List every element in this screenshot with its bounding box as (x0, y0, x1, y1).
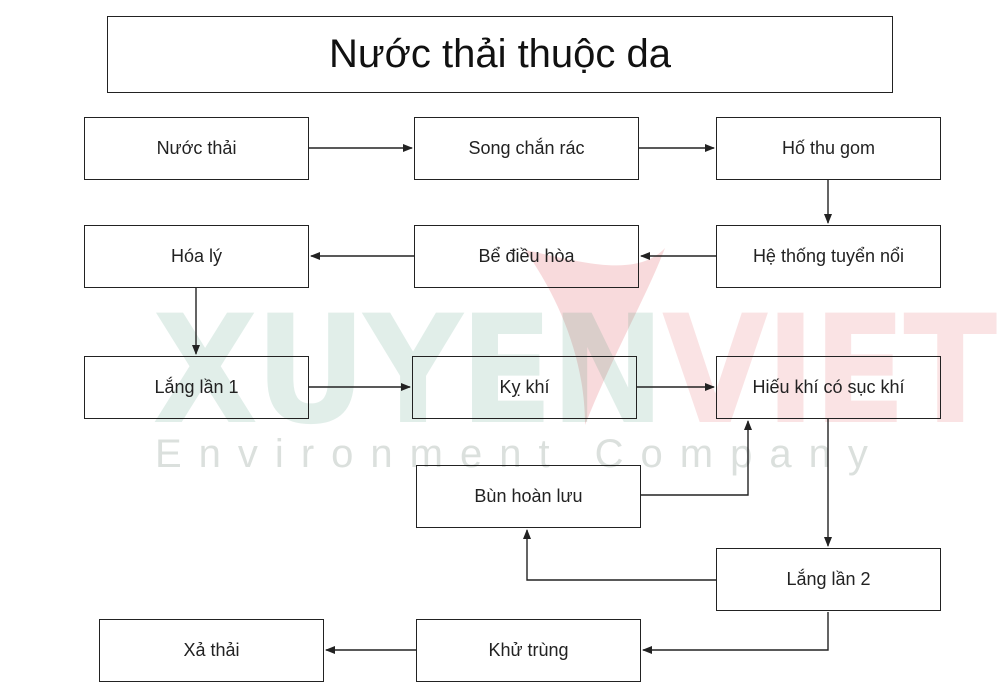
node-song-chan-rac: Song chắn rác (414, 117, 639, 180)
node-label: Nước thải (156, 138, 237, 158)
node-label: Hóa lý (170, 246, 223, 266)
node-hoa-ly: Hóa lý (84, 225, 309, 288)
node-label: Hố thu gom (781, 138, 876, 158)
node-be-dieu-hoa: Bể điều hòa (414, 225, 639, 288)
node-label: Bể điều hòa (478, 246, 575, 266)
node-label: Xả thải (183, 640, 240, 660)
node-lang-lan-1: Lắng lần 1 (84, 356, 309, 419)
node-ho-thu-gom: Hố thu gom (716, 117, 941, 180)
diagram-title: Nước thải thuộc da (328, 32, 672, 76)
node-lang-lan-2: Lắng lần 2 (716, 548, 941, 611)
node-ky-khi: Kỵ khí (412, 356, 637, 419)
node-nuoc-thai: Nước thải (84, 117, 309, 180)
node-hieu-khi: Hiếu khí có sục khí (716, 356, 941, 419)
node-khu-trung: Khử trùng (416, 619, 641, 682)
node-label: Hệ thống tuyển nổi (752, 246, 905, 266)
node-xa-thai: Xả thải (99, 619, 324, 682)
arrow-lang-lan-2-to-khu-trung (642, 612, 829, 654)
node-label: Song chắn rác (468, 138, 585, 158)
diagram-title-box: Nước thải thuộc da (107, 16, 893, 93)
node-label: Kỵ khí (499, 377, 550, 397)
node-label: Bùn hoàn lưu (474, 486, 583, 506)
node-label: Khử trùng (488, 640, 569, 660)
node-bun-hoan-luu: Bùn hoàn lưu (416, 465, 641, 528)
node-label: Lắng lần 2 (786, 569, 871, 589)
node-label: Hiếu khí có sục khí (752, 377, 905, 397)
arrow-lang-lan-2-to-bun-hoan-luu (523, 529, 716, 581)
arrow-bun-hoan-luu-to-hieu-khi (641, 420, 752, 496)
node-label: Lắng lần 1 (154, 377, 239, 397)
node-he-thong-tuyen-noi: Hệ thống tuyển nổi (716, 225, 941, 288)
